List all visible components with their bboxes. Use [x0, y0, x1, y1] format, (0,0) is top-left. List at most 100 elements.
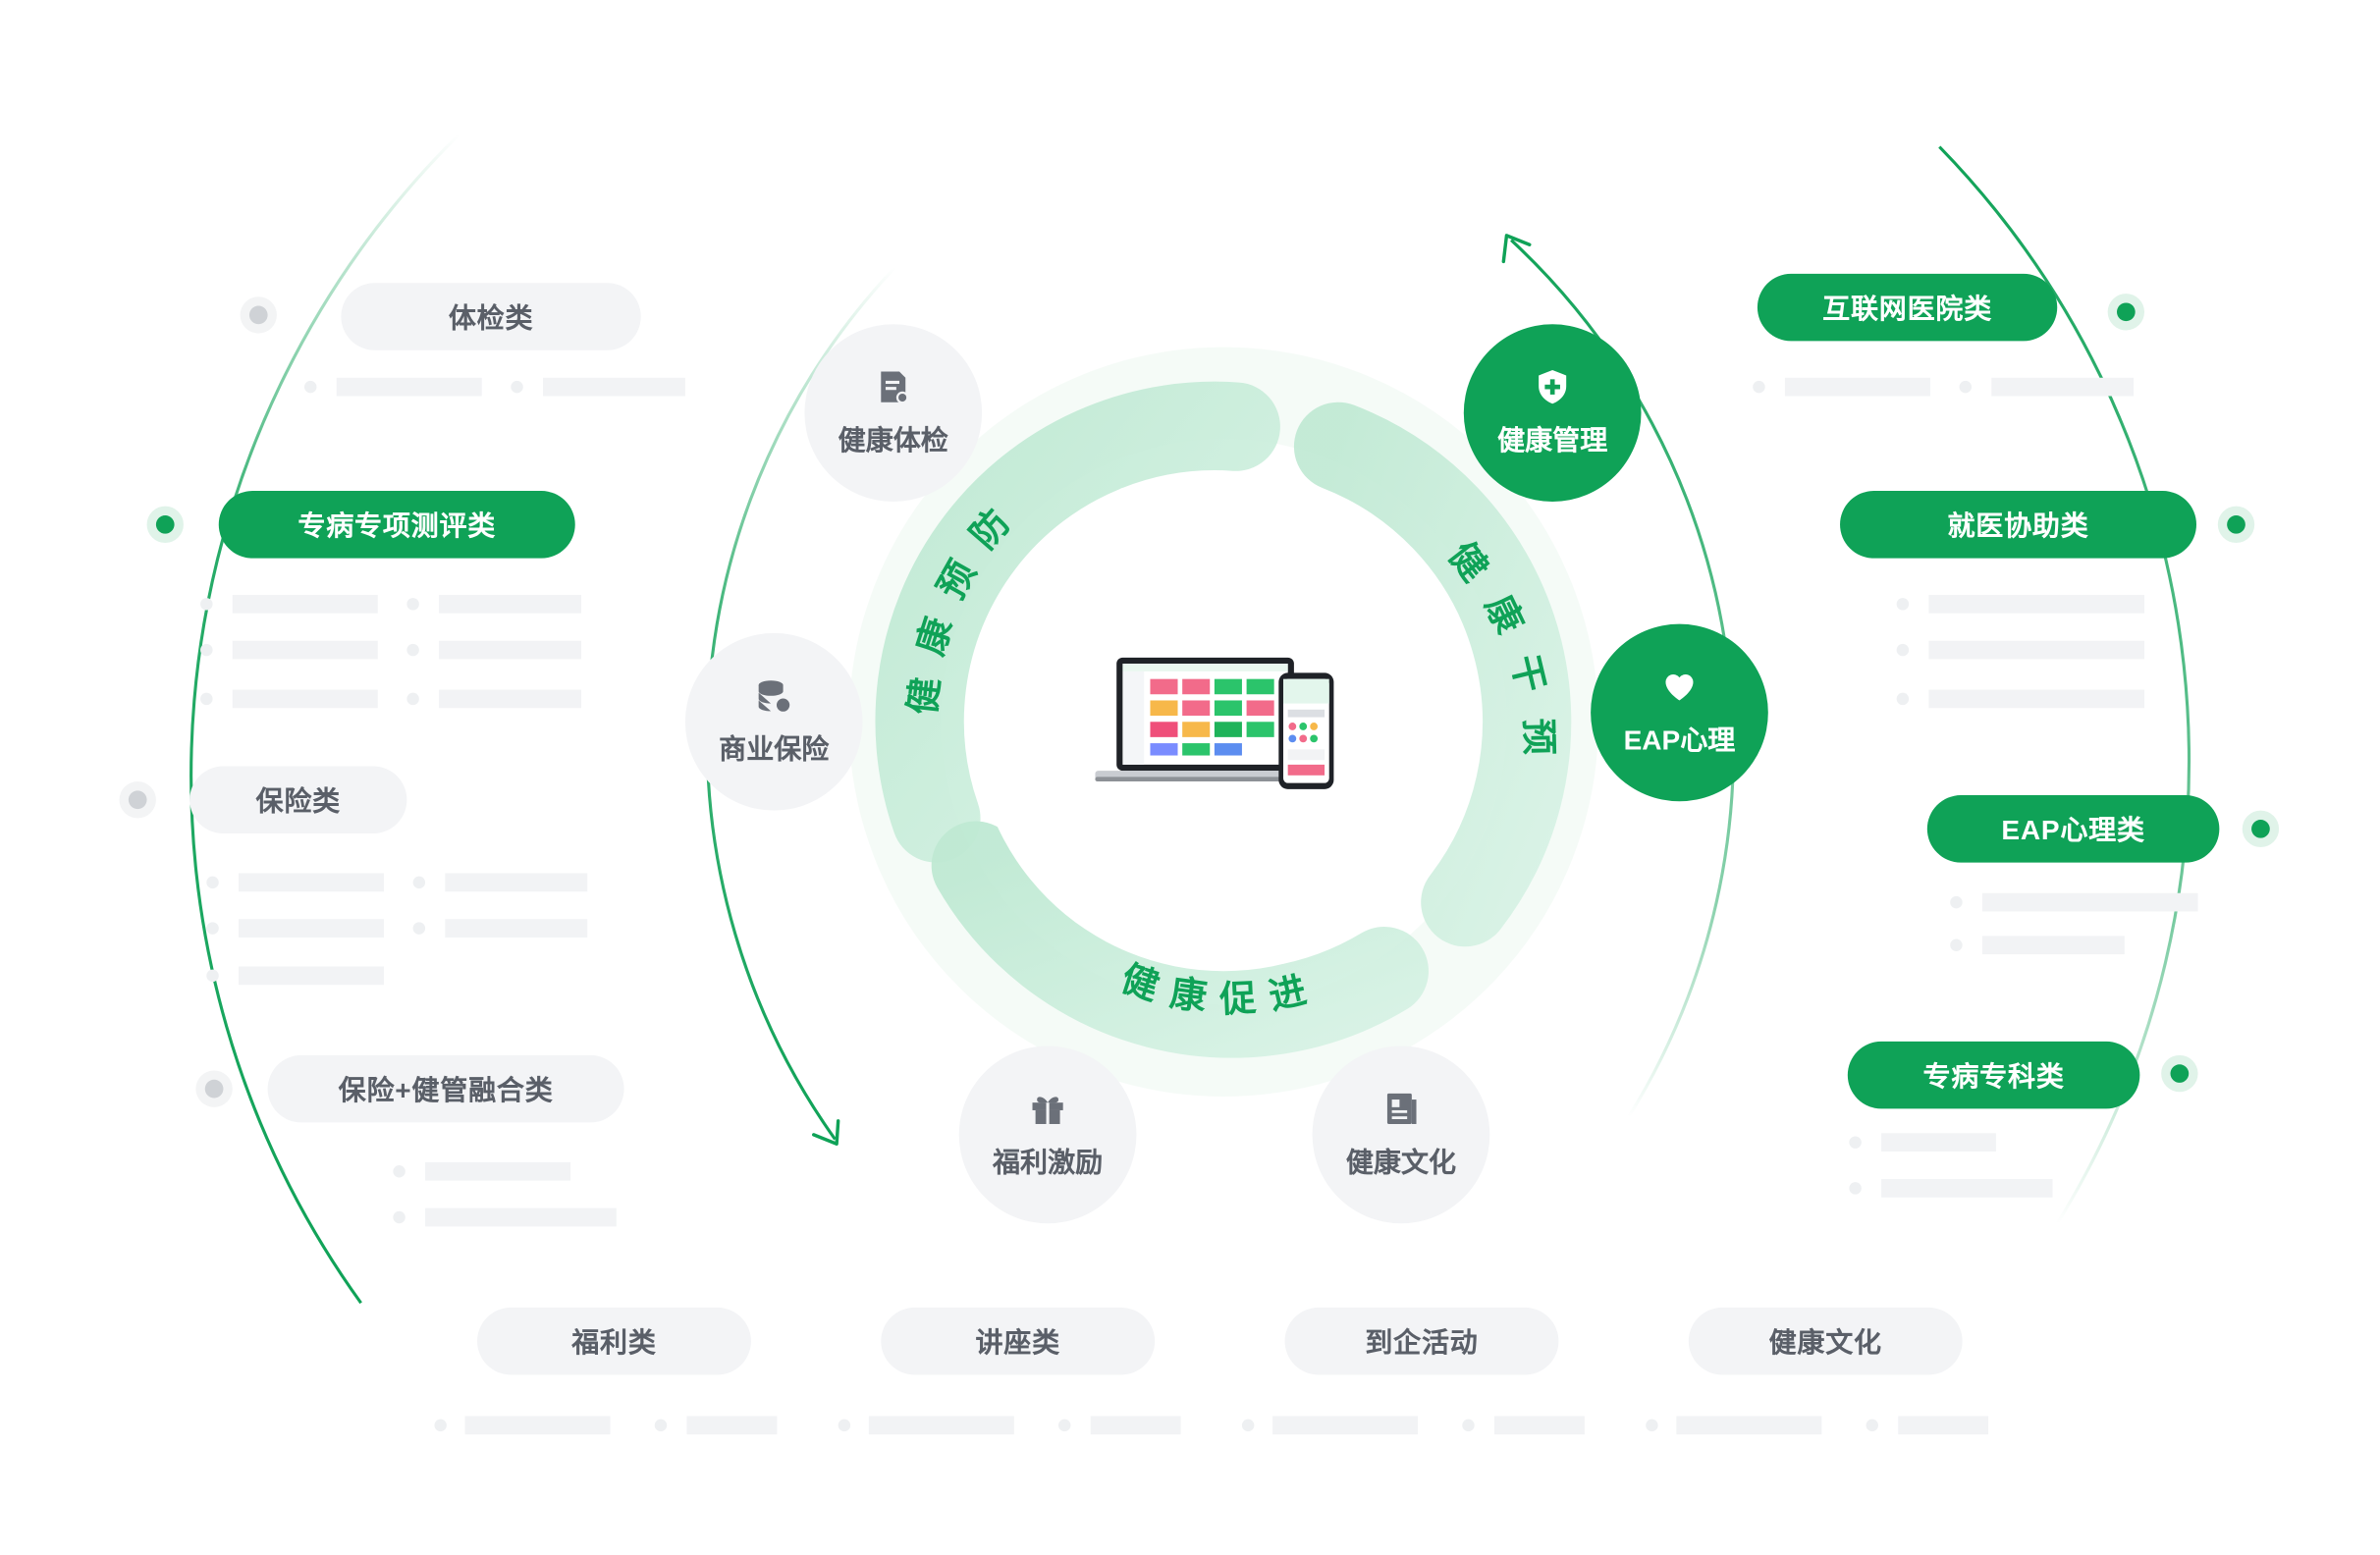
- placeholder-dot: [1462, 1419, 1475, 1432]
- placeholder-dot: [1646, 1419, 1658, 1432]
- coin-stack-icon: [758, 680, 792, 715]
- placeholder-dot: [511, 380, 523, 394]
- category-pill-checkup[interactable]: 体检类: [341, 283, 641, 350]
- placeholder-bar: [1272, 1416, 1419, 1435]
- placeholder-bar: [445, 873, 588, 892]
- placeholder-bar: [1881, 1179, 2053, 1198]
- placeholder-dot: [304, 380, 317, 394]
- placeholder-bar: [1676, 1416, 1822, 1435]
- category-pill-welfare[interactable]: 福利类: [477, 1307, 751, 1375]
- placeholder-bar: [1898, 1416, 1989, 1435]
- placeholder-dot: [1866, 1419, 1878, 1432]
- placeholder-bar: [239, 966, 385, 986]
- category-pill-lectures[interactable]: 讲座类: [881, 1307, 1156, 1375]
- placeholder-dot: [1896, 598, 1910, 611]
- category-pill-eap-psychology[interactable]: EAP心理类: [1926, 795, 2220, 863]
- placeholder-dot: [406, 692, 419, 706]
- service-health-management[interactable]: 健康管理: [1463, 324, 1642, 502]
- placeholder-dot: [206, 922, 219, 935]
- ring-segment-intervention: [1293, 402, 1572, 947]
- service-label: 福利激励: [993, 1147, 1104, 1178]
- service-label: 健康管理: [1497, 425, 1608, 456]
- service-label: 商业保险: [719, 733, 830, 765]
- placeholder-bar: [1928, 689, 2145, 709]
- placeholder-bar: [686, 1416, 778, 1435]
- newspaper-icon: [1386, 1093, 1417, 1124]
- inner-left-arrow-head: [812, 1119, 840, 1146]
- placeholder-dot: [1950, 895, 1963, 909]
- placeholder-dot: [654, 1419, 668, 1432]
- placeholder-bar: [1928, 594, 2145, 614]
- category-pill-insurance[interactable]: 保险类: [189, 766, 407, 834]
- placeholder-bar: [239, 873, 385, 892]
- shield-plus-icon: [1539, 369, 1567, 404]
- laptop-and-phone-icon: [1095, 657, 1334, 789]
- placeholder-bar: [336, 377, 482, 397]
- placeholder-dot: [1849, 1136, 1862, 1149]
- category-pill-onsite-activities[interactable]: 到企活动: [1284, 1307, 1559, 1375]
- placeholder-dot: [1849, 1182, 1862, 1195]
- category-pill-special-disease-assessment[interactable]: 专病专项测评类: [218, 491, 575, 559]
- placeholder-bar: [1493, 1416, 1585, 1435]
- placeholder-dot: [206, 876, 219, 889]
- gift-icon: [1032, 1097, 1063, 1124]
- placeholder-bar: [1090, 1416, 1181, 1435]
- placeholder-bar: [439, 640, 581, 660]
- placeholder-bar: [1991, 377, 2135, 397]
- service-eap-psychology[interactable]: EAP心理: [1591, 623, 1768, 802]
- placeholder-bar: [425, 1207, 617, 1227]
- service-health-culture[interactable]: 健康文化: [1312, 1046, 1490, 1224]
- service-label: 健康文化: [1345, 1147, 1457, 1178]
- placeholder-bar: [868, 1416, 1014, 1435]
- placeholder-bar: [1881, 1133, 1996, 1153]
- timeline-dot: [248, 305, 268, 325]
- category-pill-health-culture[interactable]: 健康文化: [1688, 1307, 1963, 1375]
- placeholder-dot: [406, 598, 419, 611]
- service-welfare-incentive[interactable]: 福利激励: [958, 1046, 1137, 1224]
- timeline-dot-active: [155, 514, 175, 534]
- placeholder-dot: [200, 692, 213, 706]
- placeholder-dot: [412, 922, 426, 935]
- placeholder-bar: [1928, 640, 2145, 660]
- placeholder-dot: [434, 1419, 447, 1432]
- placeholder-dot: [393, 1210, 406, 1224]
- timeline-dot-active: [2251, 819, 2270, 838]
- placeholder-dot: [1896, 692, 1910, 706]
- placeholder-dot: [406, 643, 419, 657]
- placeholder-dot: [1753, 380, 1765, 394]
- placeholder-bar: [425, 1161, 571, 1181]
- timeline-dot-active: [2116, 302, 2136, 322]
- placeholder-bar: [439, 689, 581, 709]
- placeholder-bar: [1784, 377, 1930, 397]
- service-health-checkup[interactable]: 健康体检: [804, 324, 983, 502]
- timeline-dot-active: [2170, 1064, 2190, 1083]
- placeholder-bar: [543, 377, 685, 397]
- placeholder-dot: [1896, 643, 1910, 657]
- placeholder-dot: [1950, 938, 1963, 951]
- service-commercial-insurance[interactable]: 商业保险: [684, 632, 863, 811]
- placeholder-dot: [200, 643, 213, 657]
- placeholder-bar: [232, 594, 378, 614]
- service-label: 健康体检: [838, 425, 948, 456]
- timeline-dot-active: [2227, 514, 2245, 534]
- category-pill-medical-assistance[interactable]: 就医协助类: [1840, 491, 2197, 559]
- placeholder-dot: [1959, 380, 1973, 394]
- placeholder-bar: [439, 594, 581, 614]
- category-pill-specialty[interactable]: 专病专科类: [1847, 1041, 2140, 1109]
- category-pill-internet-hospital[interactable]: 互联网医院类: [1757, 273, 2058, 342]
- placeholder-dot: [1057, 1419, 1071, 1432]
- service-label: EAP心理: [1623, 724, 1736, 756]
- placeholder-dot: [206, 969, 219, 983]
- placeholder-bar: [232, 689, 378, 709]
- placeholder-dot: [412, 876, 426, 889]
- category-pill-insurance-health-fusion[interactable]: 保险+健管融合类: [267, 1054, 624, 1123]
- heart-icon: [1665, 673, 1694, 701]
- ring-segment-prevention: [875, 381, 1280, 863]
- inner-right-arrow-head: [1501, 234, 1532, 264]
- placeholder-dot: [200, 598, 213, 611]
- placeholder-bar: [1981, 892, 2198, 912]
- placeholder-bar: [464, 1416, 611, 1435]
- placeholder-bar: [232, 640, 378, 660]
- outer-left-arc: [189, 133, 460, 1305]
